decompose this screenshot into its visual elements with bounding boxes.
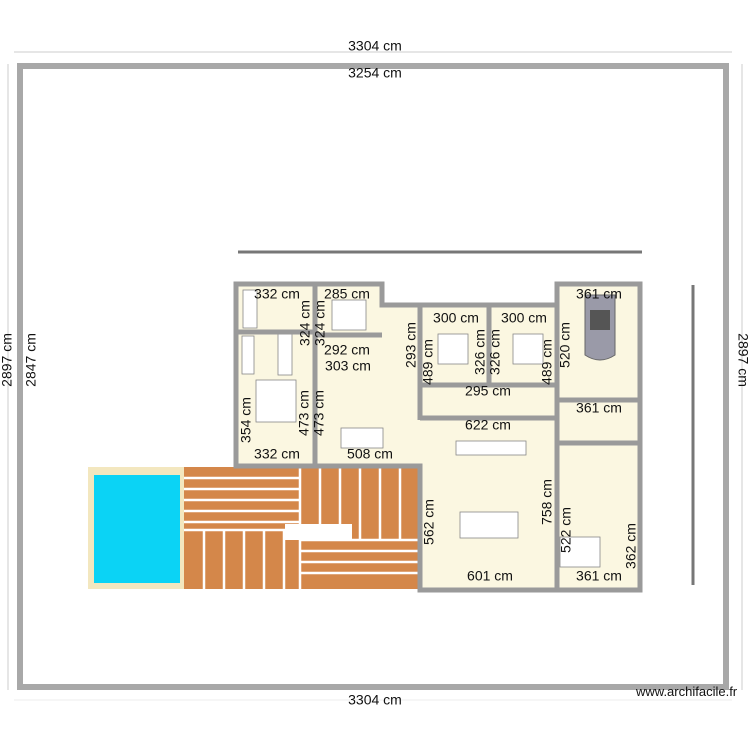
dim-label: 326 cm (472, 329, 488, 375)
dim-label: 295 cm (465, 383, 511, 399)
dim-label: 562 cm (421, 499, 437, 545)
dim-label: 601 cm (467, 568, 513, 584)
dim-right-outer: 2897 cm (735, 333, 750, 387)
dim-label: 292 cm (324, 342, 370, 358)
watermark[interactable]: www.archifacile.fr (636, 684, 738, 699)
dim-label: 332 cm (254, 446, 300, 462)
dim-label: 522 cm (558, 507, 574, 553)
dim-label: 520 cm (557, 322, 573, 368)
dim-label: 300 cm (501, 310, 547, 326)
dim-bottom-outer: 3304 cm (348, 692, 402, 708)
dim-left-inner: 2847 cm (23, 333, 39, 387)
dim-label: 489 cm (539, 339, 555, 385)
dim-label: 300 cm (433, 310, 479, 326)
dim-label: 354 cm (238, 397, 254, 443)
dim-label: 361 cm (576, 568, 622, 584)
dim-label: 473 cm (311, 390, 327, 436)
dim-label: 285 cm (324, 286, 370, 302)
dim-top-inner: 3254 cm (348, 65, 402, 81)
dim-label: 324 cm (312, 300, 328, 346)
dim-label: 508 cm (347, 446, 393, 462)
dim-left-outer: 2897 cm (0, 333, 15, 387)
dim-label: 361 cm (576, 286, 622, 302)
wood-deck (184, 467, 418, 589)
plot-boundary-wall (17, 63, 729, 690)
dim-top-outer: 3304 cm (348, 38, 402, 54)
dim-label: 326 cm (487, 329, 503, 375)
room-dimensions: 332 cm 285 cm 324 cm 324 cm 292 cm 303 c… (238, 286, 639, 584)
dim-label: 361 cm (576, 400, 622, 416)
dim-label: 473 cm (296, 390, 312, 436)
dim-label: 489 cm (420, 339, 436, 385)
house-walls (233, 281, 643, 593)
dim-label: 332 cm (254, 286, 300, 302)
dim-label: 622 cm (465, 417, 511, 433)
dim-label: 303 cm (325, 358, 371, 374)
dim-label: 293 cm (403, 322, 419, 368)
dim-label: 758 cm (539, 479, 555, 525)
furniture (241, 289, 616, 568)
pool (94, 475, 180, 583)
dim-label: 324 cm (297, 300, 313, 346)
dim-label: 362 cm (623, 523, 639, 569)
